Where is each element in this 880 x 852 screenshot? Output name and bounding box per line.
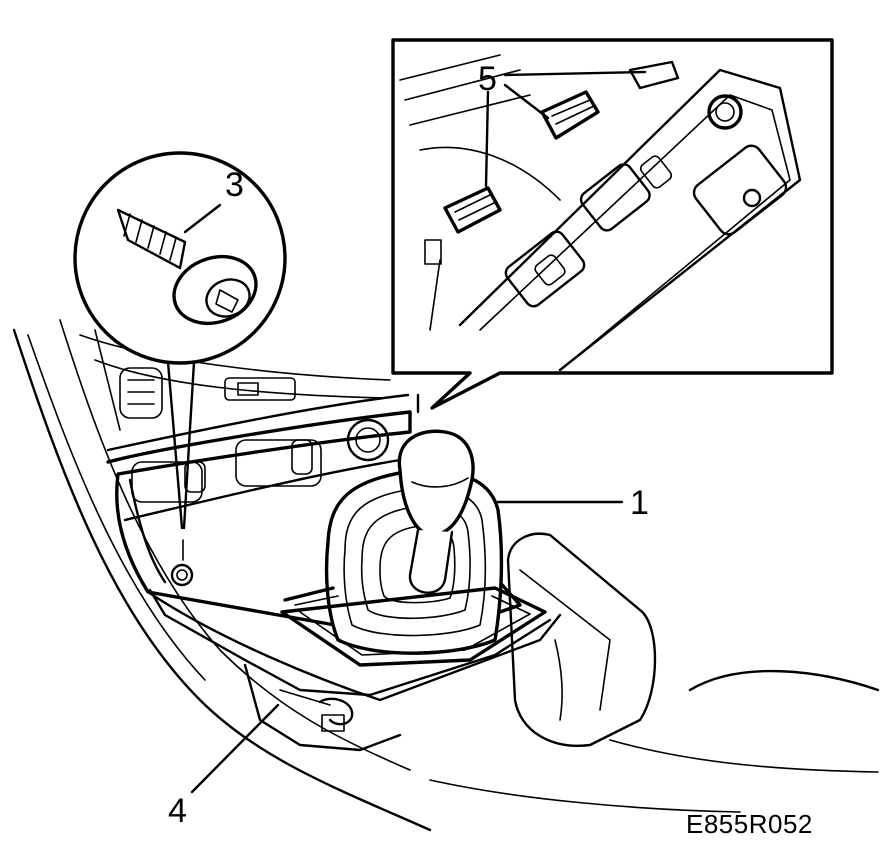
panel-switch-2 [235,439,322,487]
screw-torx [215,289,239,313]
screw-drive [205,278,251,318]
callout-1-label: 1 [630,484,649,522]
inset-clip-lower-teeth [454,193,497,221]
inset-small-block [424,239,442,265]
panel-knob-inner [355,427,381,453]
inset-knob [707,94,743,130]
screw-shank [116,208,187,270]
inset-switch-2-knob [534,254,566,286]
screw-hole [170,563,194,587]
floor-line [609,739,879,773]
console-drawing [12,319,880,832]
callout-5-leader-down [484,90,490,188]
inset-knob-inner [715,102,735,122]
inset-frame [391,38,834,410]
gear-boot-fold-3 [379,525,456,604]
callout-5-leader-mid [503,83,550,120]
inset-recess [692,144,788,236]
gear-shaft [408,528,454,594]
inset-clip-upper-teeth [551,99,595,125]
gear-cover-inner-edge [128,478,167,584]
clip-part-4 [318,697,354,726]
figure-reference: E855R052 [686,809,813,839]
inset-screw-hole [742,188,762,208]
inset-bg-curves [419,146,561,331]
gear-boot-fold-1 [343,487,487,637]
clip-leader-seg [279,689,331,706]
boot-frame-inner [294,595,531,656]
screw-hole-inner [176,569,188,581]
gear-knob [397,429,475,537]
screw-detail [73,151,287,561]
gear-knob-highlight [411,477,469,488]
callout-5-leader-right [503,70,647,77]
seat-edge [688,669,880,692]
gear-cover-outline [106,410,522,642]
armrest-crease [519,569,611,711]
screw-cone-right [182,360,196,530]
screw-thread [123,213,177,261]
inset-clip-lower [443,186,502,234]
callout-3-label: 3 [225,166,244,204]
inset-switch-1-knob [639,155,673,189]
panel-switch-2-knob [291,439,313,475]
boot-frame [280,586,547,667]
inset-bg-lines [399,54,531,126]
clip-base [321,714,345,732]
callout-3-leader [183,203,222,234]
gear-cover-lower-edge [146,590,562,702]
console-side-line [94,329,121,431]
inset-panel-inner [479,94,791,363]
inset-switch-2 [504,230,586,308]
dash-line-2 [94,359,386,399]
vent-left-slats [127,379,155,405]
console-inner-edge-left [59,319,411,771]
armrest-line [554,639,563,721]
armrest [506,532,657,747]
console-outer-edge-left [12,328,432,832]
callout-4-leader [190,703,280,794]
lower-tray [243,663,402,752]
floor-line-2 [429,779,741,813]
inset-panel-outline [458,68,802,372]
callout-5-label: 5 [478,60,497,98]
gear-cover-rim [148,588,552,697]
switch-panel-bottom [123,458,402,522]
vent-left [119,367,163,419]
console-edge-line [27,334,206,681]
callout-4-label: 4 [168,792,187,830]
inset-clip-right [628,60,680,90]
dash-switch [224,377,296,401]
screw-cone-left [166,360,184,530]
dash-top-line [79,334,391,381]
inset-clip-upper [540,90,600,140]
dash-switch-inner [237,382,259,396]
switch-panel-top [106,393,410,452]
panel-switch-1 [131,461,203,503]
inset-switch-1 [579,163,651,232]
inset-detail [391,38,834,410]
gear-boot-fold-2 [360,505,471,620]
